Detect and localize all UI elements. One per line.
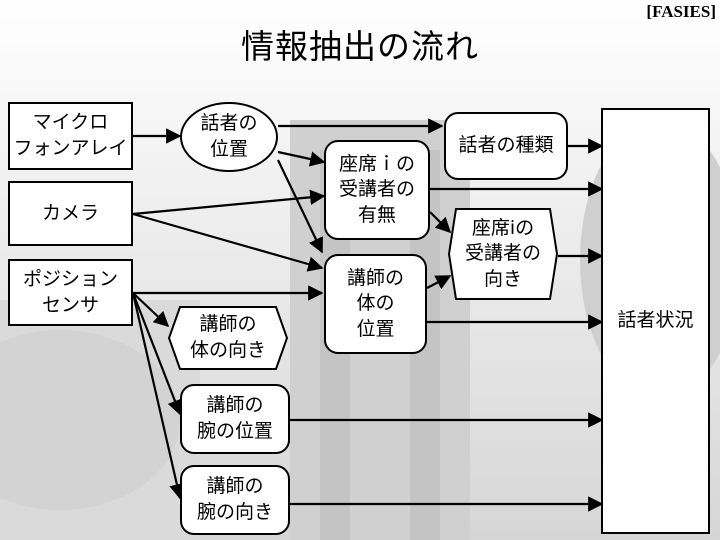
- arrow-position-to-armpos: [131, 292, 183, 416]
- arrow-speakerpos-to-seat: [277, 150, 326, 167]
- slide-title: 情報抽出の流れ: [241, 27, 479, 66]
- hex-shape: [448, 208, 558, 300]
- node-speaker-type: 話者の種類: [444, 112, 568, 180]
- node-lecturer-arm-position: 講師の 腕の位置: [180, 384, 290, 454]
- hex-shape: [168, 306, 288, 370]
- node-lecturer-arm-direction: 講師の 腕の向き: [180, 465, 290, 535]
- node-seat-presence: 座席ｉの 受講者の 有無: [324, 140, 430, 240]
- arrow-camera-to-body: [132, 212, 324, 272]
- node-speaker-status: 話者状況: [601, 108, 710, 534]
- arrow-body-to-direction: [426, 275, 452, 290]
- sensor-position: ポジション センサ: [8, 259, 133, 326]
- arrow-position-to-armdir: [131, 292, 185, 500]
- arrow-seat-to-direction: [429, 211, 452, 234]
- arrow-camera-to-seat: [132, 189, 326, 216]
- sensor-camera: カメラ: [8, 181, 133, 246]
- node-lecturer-body-direction: 講師の 体の向き: [168, 306, 288, 370]
- arrow-speakerpos-to-body: [277, 159, 323, 254]
- arrow-position-to-bodydir: [132, 292, 170, 328]
- node-seat-direction: 座席iの 受講者の 向き: [448, 208, 558, 300]
- project-tag: [FASIES]: [646, 2, 716, 21]
- node-lecturer-body-position: 講師の 体の 位置: [324, 254, 427, 354]
- node-speaker-position: 話者の 位置: [180, 102, 278, 172]
- node-lecturer-body-direction-label: 講師の 体の向き: [189, 313, 266, 361]
- sensor-microphone-array: マイクロ フォンアレイ: [8, 102, 133, 170]
- node-seat-direction-label: 座席iの 受講者の 向き: [464, 216, 541, 290]
